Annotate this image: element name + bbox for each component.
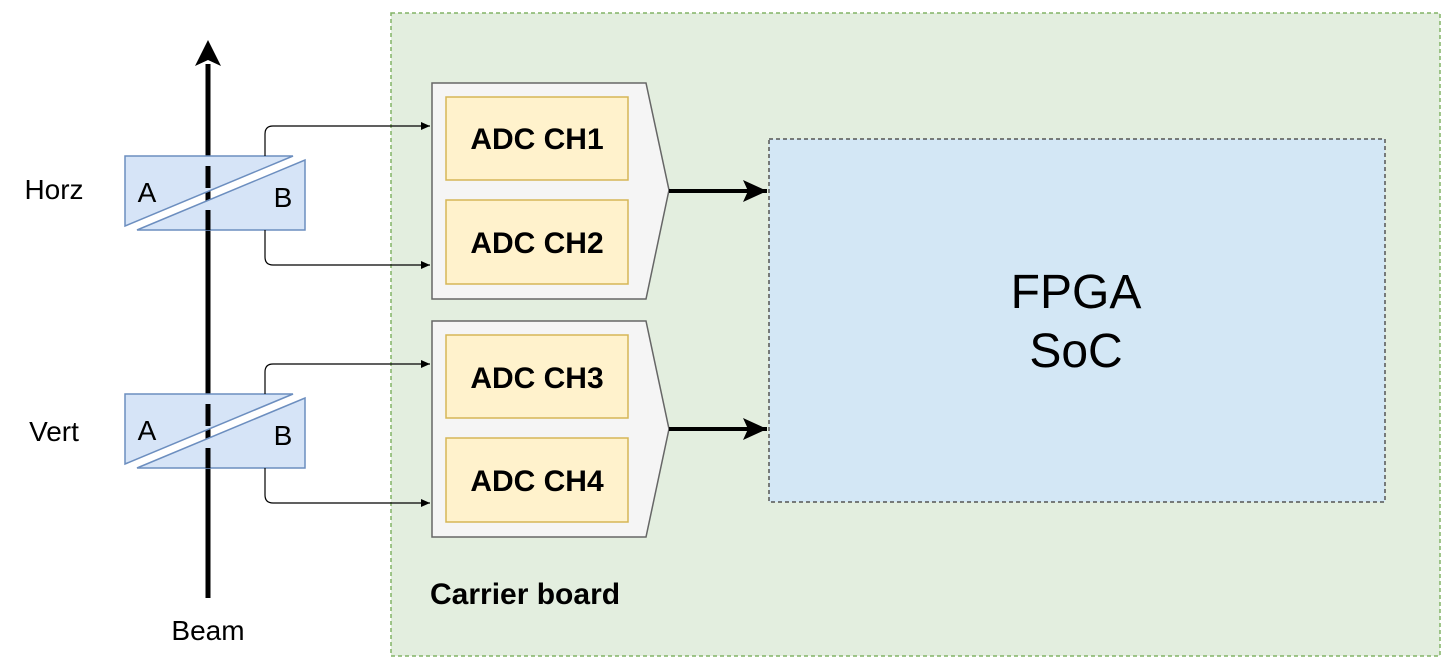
horz-pickup-b-label: B: [274, 182, 293, 213]
adc-channel-2: [445, 199, 629, 285]
horz-label: Horz: [24, 174, 83, 205]
adc-channel-1: [445, 96, 629, 181]
adc-channel-1-label: ADC CH1: [470, 123, 603, 156]
adc-channel-4: [445, 437, 629, 523]
vert-b-to-ch4-connector: [264, 468, 430, 507]
horz-pickup-b: [136, 158, 306, 231]
vert-label: Vert: [29, 416, 79, 447]
fpga-label: FPGA: [1011, 266, 1142, 319]
beam-label: Beam: [171, 615, 244, 646]
horz-pickup-a: [124, 155, 294, 228]
adc-channel-2-label: ADC CH2: [470, 227, 603, 260]
soc-label: SoC: [1029, 325, 1122, 378]
adc-channel-3: [445, 334, 629, 419]
adc-channel-3-label: ADC CH3: [470, 362, 603, 395]
vert-a-to-ch3-connector: [264, 360, 430, 394]
horz-b-to-ch2-connector: [264, 230, 430, 269]
fpga-soc-block: [768, 138, 1386, 503]
beam-arrow-head: [195, 40, 221, 66]
adc-channel-4-label: ADC CH4: [470, 465, 604, 498]
vert-pickup-a: [124, 393, 294, 466]
carrier-board-label: Carrier board: [430, 578, 620, 611]
vert-pickup-a-label: A: [138, 415, 157, 446]
vert-pickup-b: [136, 396, 306, 469]
horz-pickup-a-label: A: [138, 177, 157, 208]
horz-a-to-ch1-connector: [264, 122, 430, 156]
vert-pickup-b-label: B: [274, 420, 293, 451]
